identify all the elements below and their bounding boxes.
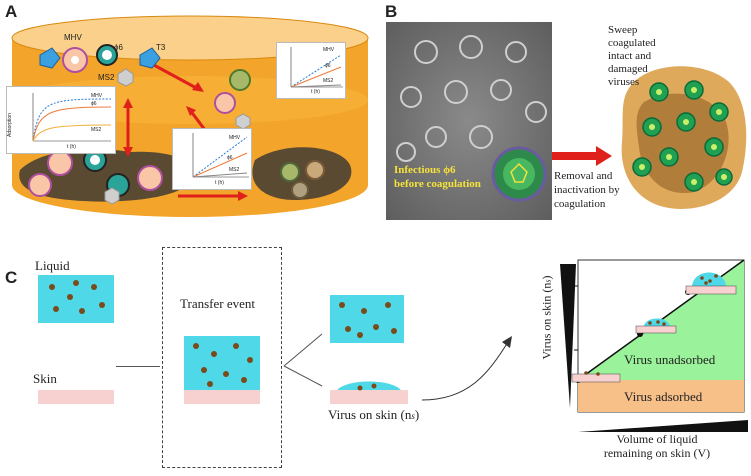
panel-a: MHV ϕ6 T3 MS2 MHV ϕ6 MS2 Adsorption t (h… bbox=[0, 0, 380, 230]
virus-on-skin-caption: Virus on skin (ns) bbox=[328, 407, 419, 423]
liquid-series-phi6: ϕ6 bbox=[325, 63, 331, 69]
virus-t3-top bbox=[139, 47, 161, 69]
label-ms2: MS2 bbox=[98, 73, 115, 82]
liquid-xlabel: t (h) bbox=[311, 89, 320, 95]
region-adsorbed bbox=[578, 380, 744, 412]
adsorption-series-phi6: ϕ6 bbox=[91, 101, 97, 107]
micrograph-label-line1: Infectious ϕ6 bbox=[394, 164, 456, 176]
sweep-text: Sweep coagulated intact and damaged viru… bbox=[608, 24, 656, 89]
connector-line bbox=[116, 366, 160, 367]
panel-letter-a: A bbox=[5, 2, 18, 21]
arrow-label-line2: inactivation by bbox=[554, 184, 620, 196]
inset-solid: MHV ϕ6 MS2 t (h) bbox=[172, 128, 252, 190]
sweep-line3: intact and bbox=[608, 50, 652, 62]
inset-adsorption: MHV ϕ6 MS2 Adsorption t (h) bbox=[6, 86, 116, 154]
adsorption-series-ms2: MS2 bbox=[91, 127, 102, 133]
skin-graph: Virus unadsorbed Virus adsorbed Volume o… bbox=[538, 256, 751, 471]
graph-ylabel-text: Virus on skin (n bbox=[539, 282, 554, 360]
region-top-label: Virus unadsorbed bbox=[624, 352, 716, 367]
solid-xlabel: t (h) bbox=[215, 180, 224, 186]
solid-series-ms2: MS2 bbox=[229, 167, 240, 173]
x-wedge bbox=[578, 420, 748, 432]
virus-on-skin-caption-text: Virus on skin (n bbox=[328, 407, 412, 422]
panel-letter-b: B bbox=[385, 2, 398, 21]
y-wedge bbox=[560, 264, 576, 408]
coagulated-cluster bbox=[621, 66, 747, 209]
adsorption-series-mhv: MHV bbox=[91, 93, 103, 99]
skin-label: Skin bbox=[33, 371, 57, 386]
label-phi6: ϕ6 bbox=[114, 43, 123, 52]
graph-xlabel-line1: Volume of liquid bbox=[616, 432, 698, 446]
label-mhv: MHV bbox=[64, 33, 82, 42]
arrow-label-line3: coagulation bbox=[554, 198, 606, 210]
virus-t3-left bbox=[39, 47, 61, 69]
split-lines bbox=[283, 333, 323, 387]
virus-on-skin-caption-close: ) bbox=[414, 407, 420, 422]
adsorption-ylabel: Adsorption bbox=[7, 113, 13, 137]
sweep-line4: damaged bbox=[608, 63, 648, 75]
arrow-liquid bbox=[151, 62, 201, 92]
graph-xlabel: Volume of liquid remaining on skin (V) bbox=[582, 432, 732, 460]
virus-ms2-top bbox=[117, 68, 134, 87]
inset-liquid: MHV ϕ6 MS2 t (h) bbox=[276, 42, 346, 99]
graph-ylabel: Virus on skin (ns) bbox=[540, 259, 555, 377]
transfer-label: Transfer event bbox=[180, 296, 255, 311]
virus-on-skin-caption-sub: s bbox=[411, 411, 415, 421]
skin-strip bbox=[38, 390, 114, 404]
virus-phi6-top bbox=[96, 44, 118, 66]
arrow-label-line1: Removal and bbox=[554, 170, 613, 182]
micrograph-image bbox=[386, 22, 552, 220]
solid-series-mhv: MHV bbox=[229, 135, 241, 141]
transfer-stack bbox=[184, 336, 260, 404]
sweep-line1: Sweep bbox=[608, 24, 638, 36]
virus-liquid-green bbox=[229, 69, 251, 91]
micrograph-label-line2: before coagulation bbox=[394, 178, 481, 190]
solid-series-phi6: ϕ6 bbox=[227, 155, 233, 161]
graph-ylabel-close: ) bbox=[539, 275, 554, 280]
liquid-series-mhv: MHV bbox=[323, 47, 335, 53]
liquid-series-ms2: MS2 bbox=[323, 78, 334, 84]
virus-liquid-orange bbox=[214, 92, 236, 114]
split-liquid-box bbox=[330, 295, 404, 343]
virus-mhv-top bbox=[62, 47, 88, 73]
skin-droplet bbox=[330, 381, 408, 404]
curved-arrow bbox=[421, 336, 512, 401]
panel-letter-c: C bbox=[5, 268, 18, 287]
soil-blob-right bbox=[252, 147, 352, 200]
panel-b: Infectious ϕ6 before coagulation Removal… bbox=[386, 22, 751, 220]
transfer-event-box bbox=[162, 247, 282, 468]
liquid-box bbox=[38, 275, 114, 323]
sweep-line5: viruses bbox=[608, 76, 640, 88]
region-bottom-label: Virus adsorbed bbox=[624, 389, 703, 404]
skin-graph-svg bbox=[560, 259, 748, 432]
adsorption-xlabel: t (h) bbox=[67, 144, 76, 150]
sweep-line2: coagulated bbox=[608, 37, 656, 49]
graph-ylabel-sub: s bbox=[543, 279, 553, 283]
label-t3: T3 bbox=[156, 43, 166, 52]
graph-xlabel-line2: remaining on skin (V) bbox=[603, 446, 711, 460]
liquid-label: Liquid bbox=[35, 258, 70, 273]
coagulation-arrow bbox=[552, 146, 612, 166]
